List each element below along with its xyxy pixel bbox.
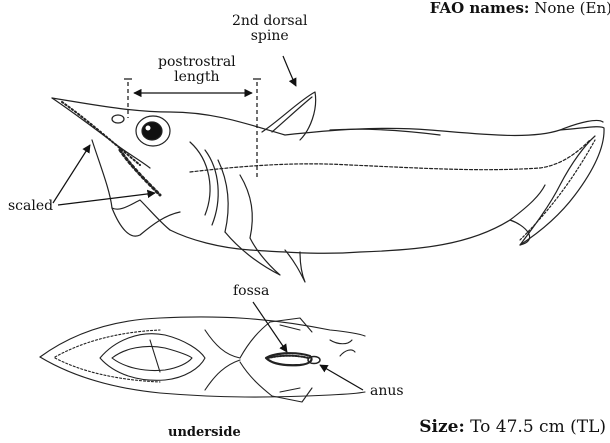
dorsal-spine-label-line1: 2nd dorsal [232, 14, 307, 29]
size-line: Size: To 47.5 cm (TL) [419, 418, 606, 437]
anus-label: anus [370, 384, 404, 399]
postrostral-label: postrostral length [158, 55, 236, 86]
size-value: To 47.5 cm (TL) [470, 417, 606, 437]
postrostral-label-line1: postrostral [158, 55, 236, 70]
fish-underside-view [40, 317, 365, 402]
underside-caption: underside [168, 426, 241, 440]
postrostral-label-line2: length [158, 70, 236, 85]
anus-pointer [320, 365, 363, 390]
fish-side-view [52, 92, 604, 282]
dorsal-spine-pointer [283, 56, 296, 86]
scaled-label: scaled [8, 199, 53, 214]
fossa-pointer [253, 302, 287, 352]
size-label: Size: [419, 417, 464, 437]
dorsal-spine-label: 2nd dorsal spine [232, 14, 307, 45]
fossa-label: fossa [233, 284, 269, 299]
dorsal-spine-label-line2: spine [232, 29, 307, 44]
